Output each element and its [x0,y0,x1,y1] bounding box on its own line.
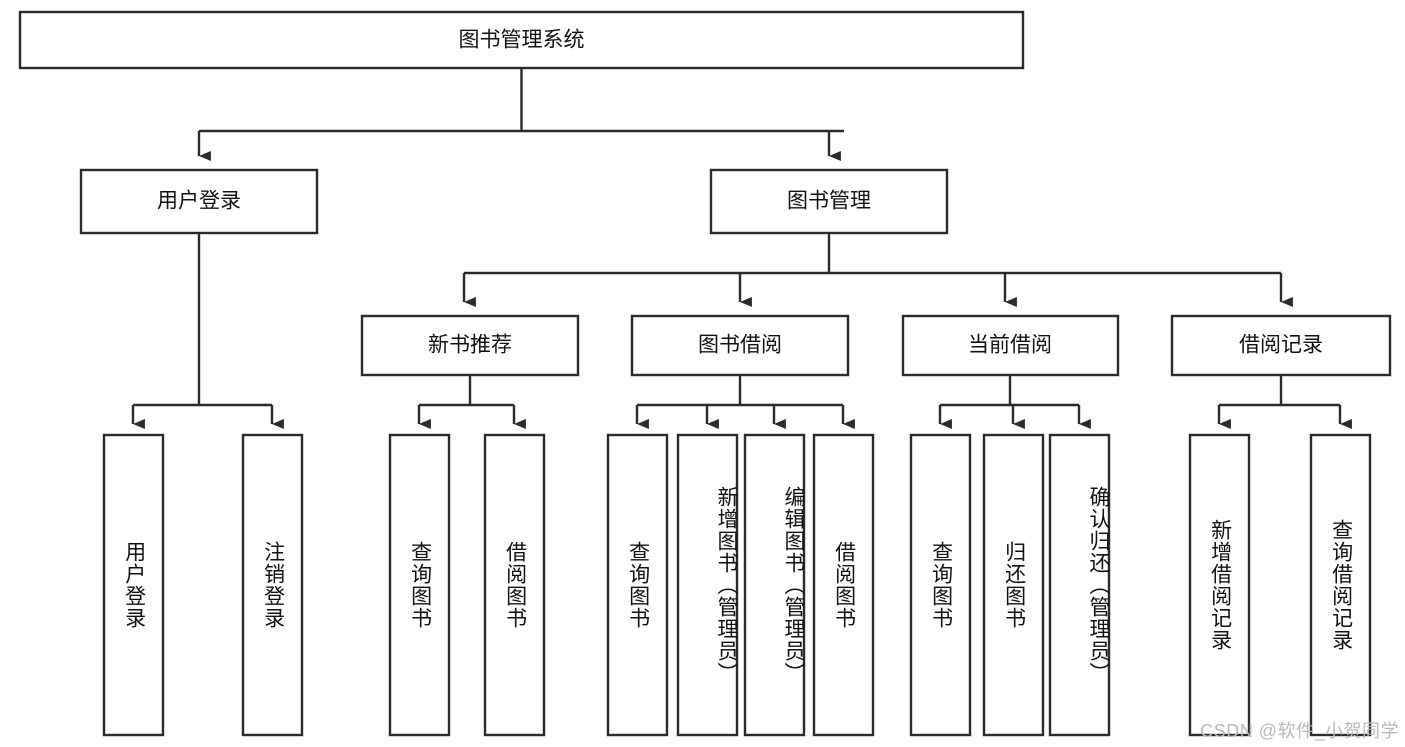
node-new-book-recommend-label: 新书推荐 [428,334,512,357]
node-borrow-record[interactable]: 借阅记录 [1170,314,1392,377]
node-leaf-query-record-label: 查询借阅记录 [1329,519,1353,651]
node-book-manage-label: 图书管理 [787,190,871,213]
node-book-borrow-box[interactable] [630,314,850,377]
edge-group-new-book-recommend-to-leaves [417,375,526,430]
node-book-borrow[interactable]: 图书借阅 [630,314,850,377]
node-leaf-confirm-return-label: 确认归还（管理员） [1087,486,1110,684]
node-leaf-edit-book-label: 编辑图书（管理员） [782,486,805,684]
node-leaf-borrow-book-1-label: 借阅图书 [503,541,527,629]
node-leaf-user-login-label: 用户登录 [122,541,146,629]
node-book-borrow-label: 图书借阅 [698,334,782,357]
node-root-box[interactable] [18,10,1025,70]
node-root-label: 图书管理系统 [459,29,585,52]
node-leaf-add-book-box[interactable] [676,433,739,737]
node-current-borrow-box[interactable] [901,314,1120,377]
node-borrow-record-label: 借阅记录 [1239,334,1323,357]
node-new-book-recommend[interactable]: 新书推荐 [360,314,580,377]
node-leaf-add-record-box[interactable] [1188,433,1251,737]
edge-group-book-manage-to-level3 [462,233,1293,308]
node-leaf-edit-book-box[interactable] [743,433,806,737]
csdn-watermark: CSDN @软件_小贺同学 [1200,721,1399,741]
node-user-login-label: 用户登录 [157,190,241,213]
node-book-manage-box[interactable] [709,168,949,235]
edge-group-borrow-record-to-leaves [1217,375,1352,430]
node-book-manage[interactable]: 图书管理 [709,168,949,235]
edge-group-current-borrow-to-leaves [938,375,1091,430]
node-leaf-borrow-book-1-box[interactable] [483,433,546,737]
node-root[interactable]: 图书管理系统 [18,10,1025,70]
node-leaf-confirm-return-box[interactable] [1048,433,1111,737]
edge-group-user-login-to-leaves [131,233,284,430]
node-leaf-add-book-label: 新增图书（管理员） [715,486,738,684]
node-leaf-query-book-3-box[interactable] [909,433,972,737]
edge-group-book-borrow-to-leaves [635,375,855,430]
node-new-book-recommend-box[interactable] [360,314,580,377]
node-leaf-query-book-2-box[interactable] [606,433,669,737]
node-leaf-query-book-1-box[interactable] [388,433,451,737]
node-leaf-query-record-box[interactable] [1309,433,1372,737]
node-leaf-return-book-label: 归还图书 [1002,541,1026,629]
node-current-borrow[interactable]: 当前借阅 [901,314,1120,377]
node-current-borrow-label: 当前借阅 [968,334,1052,357]
node-leaf-logout-label: 注销登录 [261,541,285,629]
node-leaf-borrow-book-2-label: 借阅图书 [832,541,856,629]
node-leaf-borrow-book-2-box[interactable] [812,433,875,737]
node-user-login[interactable]: 用户登录 [79,168,319,235]
node-leaf-logout-box[interactable] [241,433,304,737]
node-borrow-record-box[interactable] [1170,314,1392,377]
node-leaf-add-record-label: 新增借阅记录 [1208,519,1232,651]
node-leaf-query-book-1-label: 查询图书 [408,541,432,629]
node-leaf-return-book-box[interactable] [982,433,1045,737]
node-leaf-user-login-box[interactable] [102,433,165,737]
leaf-box-group [102,433,1372,737]
node-user-login-box[interactable] [79,168,319,235]
edge-group-root-to-level2 [197,68,844,162]
node-leaf-query-book-3-label: 查询图书 [929,541,953,629]
node-leaf-query-book-2-label: 查询图书 [626,541,650,629]
